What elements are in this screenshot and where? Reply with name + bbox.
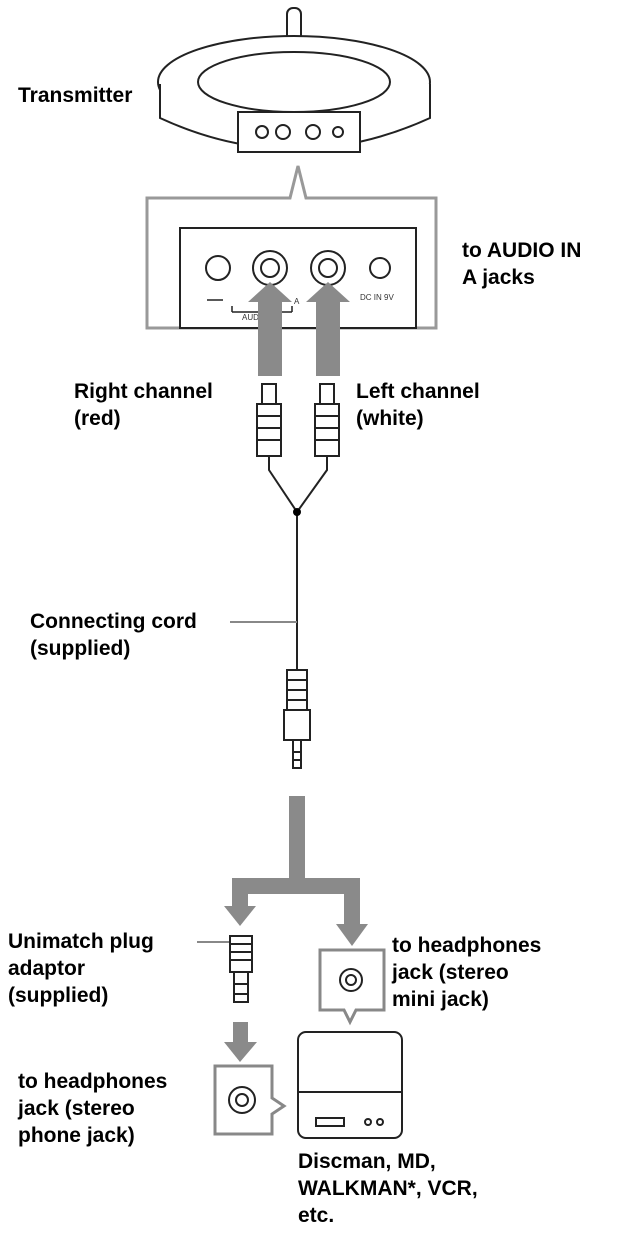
left-small-jack bbox=[205, 255, 231, 281]
rear-panel bbox=[179, 227, 417, 329]
transmitter-unit bbox=[157, 7, 431, 153]
right-channel-label: Right channel (red) bbox=[74, 380, 213, 430]
rca-plugs bbox=[256, 383, 340, 457]
insert-arrows bbox=[248, 282, 350, 376]
mini-plug bbox=[283, 669, 311, 769]
cord-junction bbox=[293, 508, 301, 516]
mini-jack-label: to headphones jack (stereo mini jack) bbox=[392, 934, 542, 1011]
phone-jack-callout bbox=[213, 1064, 287, 1136]
panel-dc-in-text: DC IN 9V bbox=[360, 293, 394, 302]
discman-player bbox=[297, 1031, 403, 1139]
mini-jack-callout bbox=[318, 948, 386, 1026]
unimatch-adaptor bbox=[229, 935, 253, 1003]
panel-a-mark: A bbox=[294, 297, 300, 306]
unimatch-label: Unimatch plug adaptor (supplied) bbox=[8, 930, 154, 1007]
cord bbox=[268, 456, 328, 670]
devices-label: Discman, MD, WALKMAN*, VCR, etc. bbox=[298, 1150, 478, 1227]
audio-in-label: to AUDIO IN A jacks bbox=[462, 239, 582, 289]
connecting-cord-label: Connecting cord (supplied) bbox=[30, 610, 197, 660]
split-arrow bbox=[224, 796, 368, 1062]
phone-jack-label: to headphones jack (stereo phone jack) bbox=[18, 1070, 168, 1147]
transmitter-label: Transmitter bbox=[18, 84, 133, 107]
left-channel-label: Left channel (white) bbox=[356, 380, 480, 430]
dc-in-jack bbox=[369, 257, 391, 279]
